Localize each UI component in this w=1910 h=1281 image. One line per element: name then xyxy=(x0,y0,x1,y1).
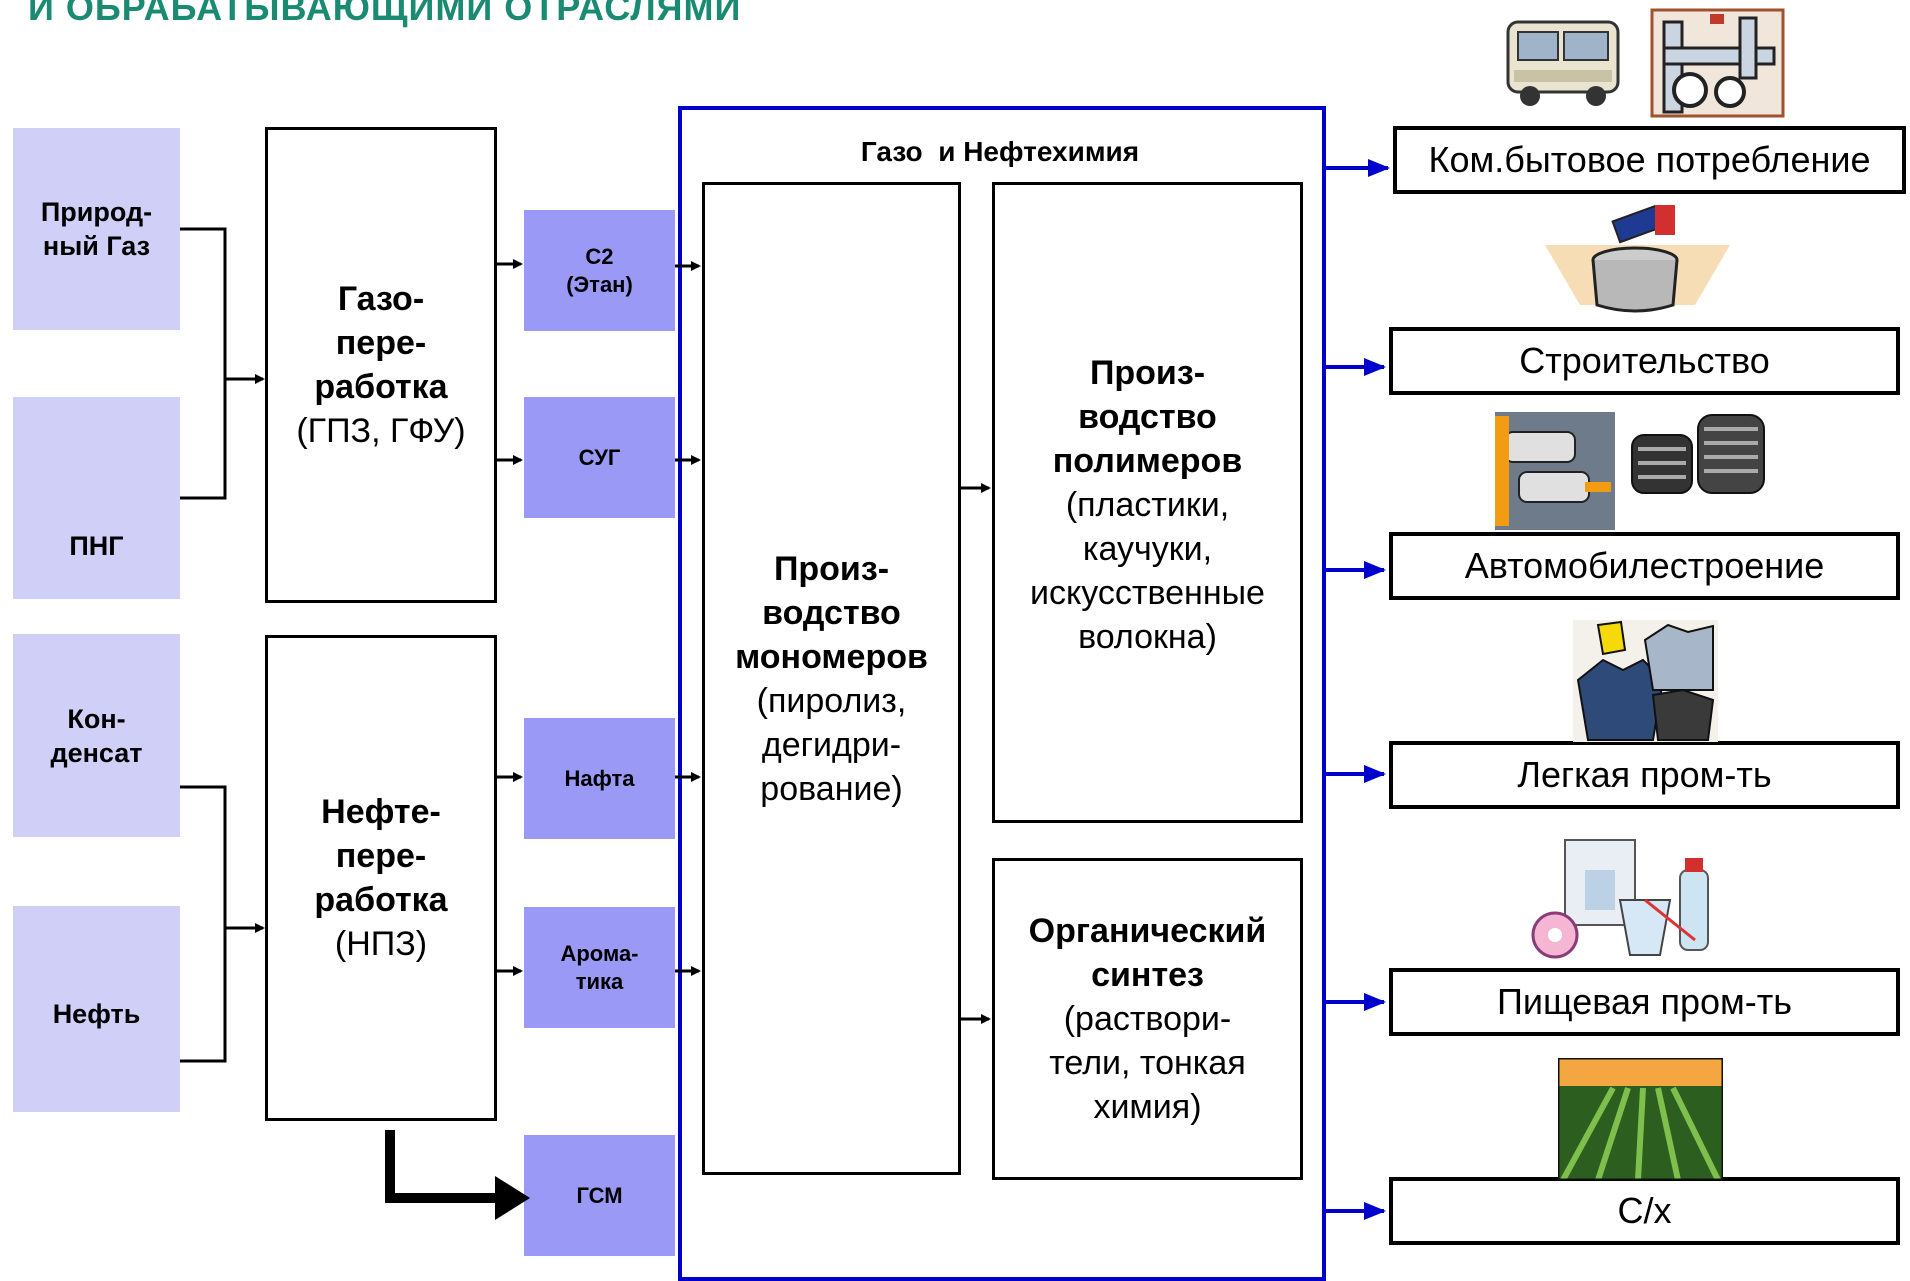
dest-food-industry-label: Пищевая пром-ть xyxy=(1497,981,1792,1022)
product-gsm-label: ГСМ xyxy=(576,1182,623,1208)
monomers-box: Произ- водство мономеров (пиролиз, дегид… xyxy=(702,182,961,1175)
oil-processing-subtitle: (НПЗ) xyxy=(334,925,428,963)
field-clipart-icon xyxy=(1558,1058,1723,1180)
organic-synthesis-subtitle: (раствори- тели, тонкая химия) xyxy=(1049,1000,1246,1126)
monomers-title: Произ- водство мономеров xyxy=(735,549,928,676)
gas-processing-title: Газо- пере- работка xyxy=(314,280,448,406)
product-sug-label: СУГ xyxy=(578,444,621,470)
source-condensate: Кон- денсат xyxy=(13,634,180,837)
polymers-title: Произ- водство полимеров xyxy=(1052,354,1243,480)
pipes-clipart-icon xyxy=(1650,8,1785,118)
page-title: И ОБРАБАТЫВАЮЩИМИ ОТРАСЛЯМИ xyxy=(28,0,742,28)
dest-household: Ком.бытовое потребление xyxy=(1393,126,1906,194)
dest-construction-label: Строительство xyxy=(1519,340,1770,381)
source-condensate-label: Кон- денсат xyxy=(50,703,143,768)
product-sug: СУГ xyxy=(524,397,675,518)
clothes-clipart-icon xyxy=(1573,620,1718,742)
food-clipart-icon xyxy=(1531,839,1709,959)
paint-can-clipart-icon xyxy=(1545,205,1730,313)
product-aromatics: Арома- тика xyxy=(524,907,675,1028)
gas-processing-subtitle: (ГПЗ, ГФУ) xyxy=(296,412,466,450)
polymers-box: Произ- водство полимеров (пластики, кауч… xyxy=(992,182,1303,823)
dest-light-industry-label: Легкая пром-ть xyxy=(1517,754,1772,795)
product-c2-label: С2 (Этан) xyxy=(566,243,633,297)
dest-construction: Строительство xyxy=(1389,327,1900,395)
source-natural-gas-label: Природ- ный Газ xyxy=(40,197,153,261)
dest-automotive: Автомобилестроение xyxy=(1389,532,1900,600)
oil-processing-title: Нефте- пере- работка xyxy=(314,793,448,919)
dest-household-label: Ком.бытовое потребление xyxy=(1428,139,1871,180)
source-png: ПНГ xyxy=(13,397,180,599)
organic-synthesis-title: Органический синтез xyxy=(1028,912,1267,994)
bus-clipart-icon xyxy=(1506,20,1620,106)
product-nafta: Нафта xyxy=(524,718,675,839)
cars-clipart-icon xyxy=(1495,412,1615,530)
dest-light-industry: Легкая пром-ть xyxy=(1389,741,1900,809)
source-oil: Нефть xyxy=(13,906,180,1112)
product-nafta-label: Нафта xyxy=(564,765,635,791)
oil-processing-box: Нефте- пере- работка (НПЗ) xyxy=(265,635,497,1121)
tires-clipart-icon xyxy=(1631,414,1765,494)
dest-agriculture-label: С/х xyxy=(1617,1190,1672,1231)
gas-processing-box: Газо- пере- работка (ГПЗ, ГФУ) xyxy=(265,127,497,603)
monomers-subtitle: (пиролиз, дегидри- рование) xyxy=(756,681,907,808)
dest-food-industry: Пищевая пром-ть xyxy=(1389,968,1900,1036)
source-natural-gas: Природ- ный Газ xyxy=(13,128,180,330)
product-gsm: ГСМ xyxy=(524,1135,675,1256)
organic-synthesis-box: Органический синтез (раствори- тели, тон… xyxy=(992,858,1303,1180)
source-oil-label: Нефть xyxy=(52,999,141,1029)
product-aromatics-label: Арома- тика xyxy=(560,940,639,994)
source-png-label: ПНГ xyxy=(69,530,124,561)
product-c2: С2 (Этан) xyxy=(524,210,675,331)
dest-agriculture: С/х xyxy=(1389,1177,1900,1245)
polymers-subtitle: (пластики, каучуки, искусственные волокн… xyxy=(1030,486,1265,656)
petrochem-frame-title: Газо и Нефтехимия xyxy=(860,136,1140,167)
dest-automotive-label: Автомобилестроение xyxy=(1464,545,1825,586)
